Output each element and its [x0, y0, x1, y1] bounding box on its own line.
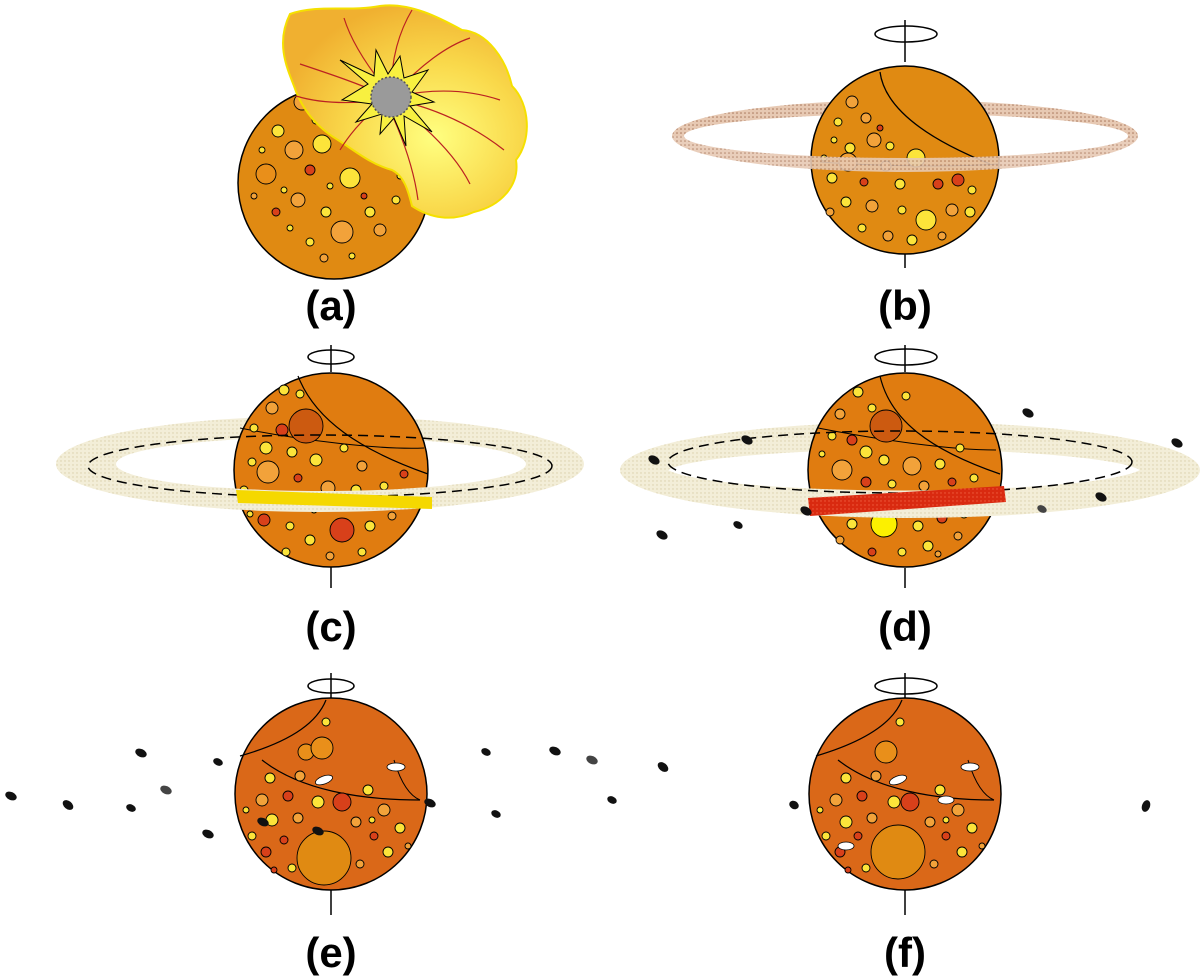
planet-e-craters [242, 717, 412, 886]
panel-label-c: (c) [305, 603, 357, 650]
panel-b [672, 20, 1138, 268]
disk-orbit-dashed-c [87, 434, 553, 498]
planet-d-craters [818, 386, 979, 558]
panel-label-f: (f) [884, 929, 926, 976]
spin-arrow-f [874, 677, 938, 695]
panel-label-e: (e) [305, 929, 357, 976]
debris-ring-back-b [672, 100, 1138, 136]
spin-arrow-c [307, 349, 355, 365]
debris-ring-front-b [672, 136, 1138, 172]
moonlets-d [648, 408, 1183, 540]
spin-arrow-d [874, 348, 938, 366]
panel-label-a: (a) [305, 282, 357, 329]
spin-arrow-e [307, 678, 355, 694]
panel-f [789, 673, 1151, 915]
panel-d [620, 345, 1200, 588]
disk-orbit-dashed-d [667, 430, 1133, 494]
moonlets-e [5, 746, 669, 839]
planet-c-craters [239, 384, 409, 561]
disk-back-c [56, 416, 584, 464]
planet-f-craters [816, 717, 986, 880]
deposit-band-c [236, 490, 432, 509]
impactor-body [370, 76, 412, 118]
panel-c [56, 345, 584, 588]
deposit-band-d [808, 486, 1006, 516]
panel-a [237, 4, 528, 280]
planet-c [233, 372, 429, 568]
spin-arrow-b [874, 25, 938, 43]
panel-label-d: (d) [878, 603, 932, 650]
panel-label-b: (b) [878, 282, 932, 329]
disk-front-c [56, 464, 584, 512]
moonlets-f [789, 800, 1151, 812]
panel-e [5, 673, 669, 915]
